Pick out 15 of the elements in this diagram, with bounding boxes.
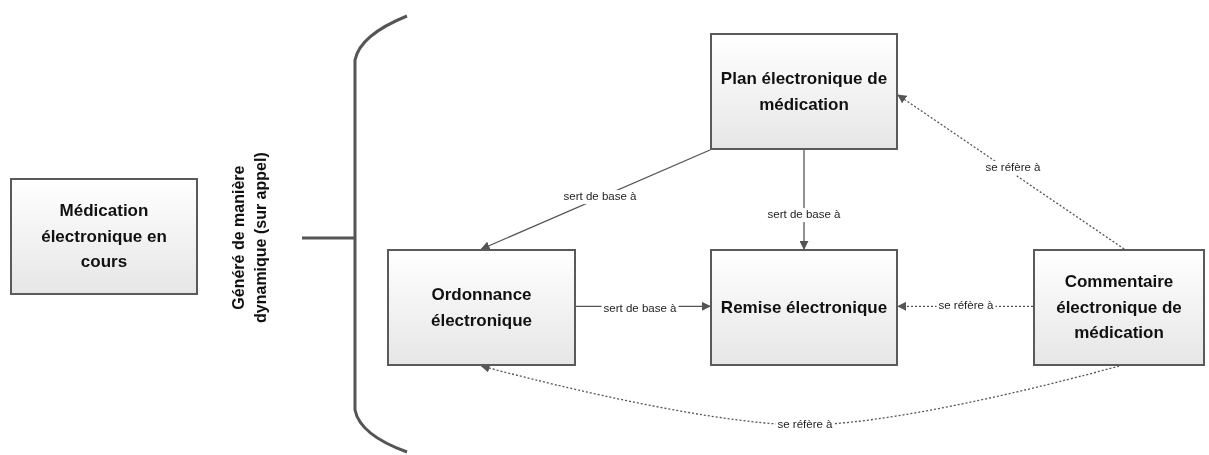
edge-label: se réfère à [983,161,1043,175]
process-box [1033,249,1205,366]
edge-label: sert de base à [765,208,843,222]
process-box [387,249,576,366]
edge-label: sert de base à [561,190,639,204]
process-box [10,178,198,295]
box-label: Plan électronique de médication [719,68,889,116]
box-label: Commentaire électronique de médication [1055,271,1183,345]
process-box [710,249,898,366]
box-label: Médication électronique en cours [40,200,168,274]
dashed-arrow [897,94,1125,250]
bracket-label: Généré de manière dynamique (sur appel) [229,151,270,325]
process-box [710,33,898,150]
box-label: Ordonnance électronique [429,284,534,332]
box-label: Remise électronique [720,296,888,319]
